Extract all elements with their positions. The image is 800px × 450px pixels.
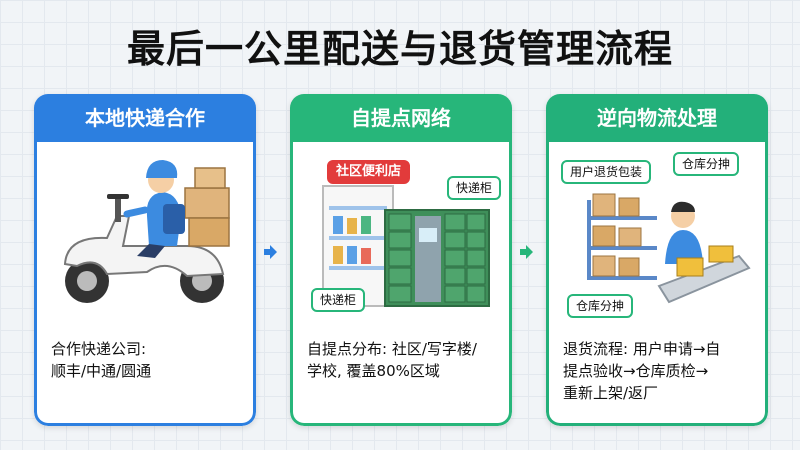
card-header: 自提点网络: [290, 94, 512, 142]
label-tag: 用户退货包装: [561, 160, 652, 184]
desc-line: 重新上架/返厂: [563, 384, 659, 402]
card-header: 逆向物流处理: [546, 94, 768, 142]
page-title: 最后一公里配送与退货管理流程: [126, 27, 673, 71]
label-tag: 快递柜: [311, 288, 366, 312]
card-header: 本地快递合作: [34, 94, 256, 142]
card-local-courier: 本地快递合作 合作快递公司: 顺丰/中通/圆通: [34, 94, 256, 426]
card-description: 合作快递公司: 顺丰/中通/圆通: [51, 338, 243, 382]
label-tag: 快递柜: [447, 176, 502, 200]
warehouse-worker-icon: [587, 193, 751, 304]
store-sign: 社区便利店: [327, 160, 411, 184]
arrow-right-icon: [264, 245, 277, 259]
label-tag: 仓库分抻: [567, 294, 634, 318]
desc-line: 合作快递公司:: [51, 340, 147, 358]
card-description: 退货流程: 用户申请→自 提点验收→仓库质检→ 重新上架/返厂: [563, 338, 755, 404]
desc-line: 顺丰/中通/圆通: [51, 362, 152, 380]
label-tag: 仓库分抻: [673, 152, 740, 176]
desc-line: 提点验收→仓库质检→: [563, 362, 709, 380]
desc-line: 学校, 覆盖80%区域: [307, 362, 440, 380]
card-reverse-logistics: 逆向物流处理 用户退货包装 仓库分抻 仓库分抻 退货流程: 用户申请→自 提点验…: [546, 94, 768, 426]
parcel-locker-icon: [322, 185, 490, 307]
delivery-scooter-icon: [63, 160, 230, 303]
desc-line: 退货流程: 用户申请→自: [563, 340, 721, 358]
card-description: 自提点分布: 社区/写字楼/ 学校, 覆盖80%区域: [307, 338, 499, 382]
arrow-right-icon: [520, 245, 533, 259]
desc-line: 自提点分布: 社区/写字楼/: [307, 340, 477, 358]
card-pickup-network: 自提点网络 社区便利店 快递柜 快递柜 自提点分布: 社区/写字楼/ 学校, 覆: [290, 94, 512, 426]
